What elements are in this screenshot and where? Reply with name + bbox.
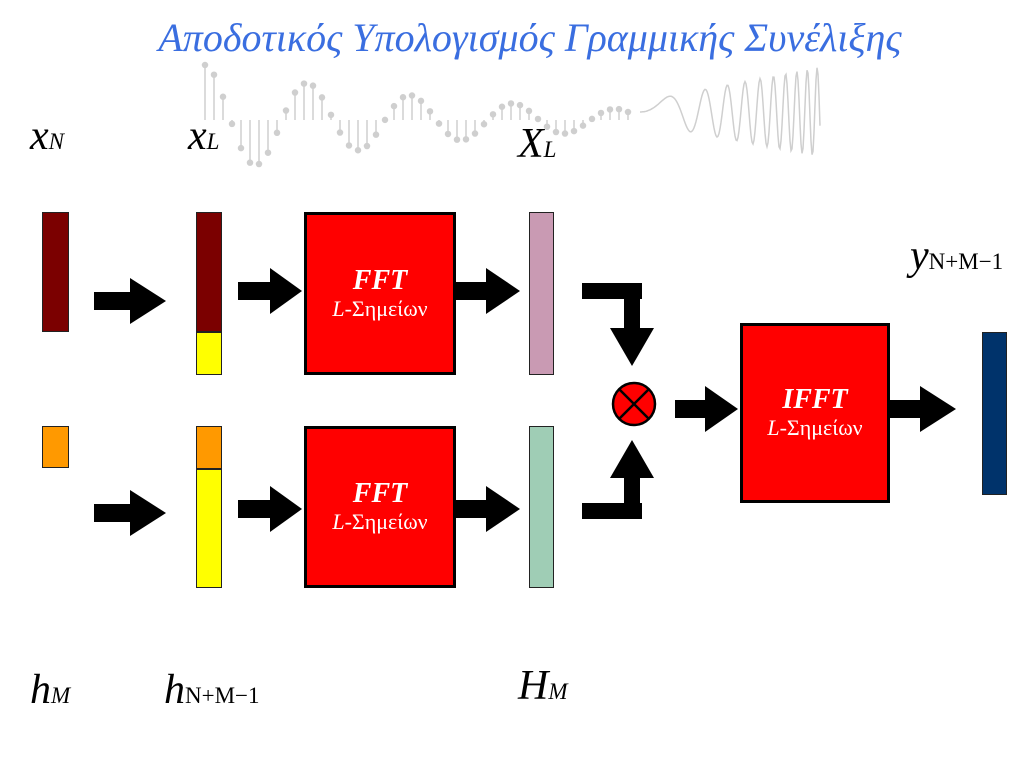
arrow-right-icon <box>238 486 302 532</box>
arrow-up-icon <box>582 440 654 519</box>
arrow-right-icon <box>675 386 738 432</box>
multiply-icon <box>611 381 657 427</box>
arrow-right-icon <box>456 268 520 314</box>
arrow-right-icon <box>94 490 166 536</box>
ifft-block: IFFT L-Σημείων <box>740 323 890 503</box>
spectrum-x-bar <box>529 212 554 375</box>
arrow-down-icon <box>582 283 654 366</box>
padded-x-zero-part <box>196 332 222 375</box>
label-H-m: HM <box>518 663 568 709</box>
label-h-m: hM <box>30 667 71 713</box>
fft-block-top: FFT L-Σημείων <box>304 212 456 375</box>
arrow-right-icon <box>456 486 520 532</box>
output-y-bar <box>982 332 1007 495</box>
padded-h-signal-part <box>196 426 222 469</box>
waveform-decoration <box>201 61 821 168</box>
arrow-right-icon <box>890 386 956 432</box>
padded-h-zero-part <box>196 469 222 588</box>
label-y-output: yN+M−1 <box>910 233 1004 279</box>
arrow-right-icon <box>94 278 166 324</box>
padded-x-signal-part <box>196 212 222 332</box>
label-X-l: XL <box>518 121 557 167</box>
page-title: Αποδοτικός Υπολογισμός Γραμμικής Συνέλιξ… <box>158 15 902 60</box>
signal-x-bar <box>42 212 69 332</box>
label-x-n: xN <box>30 113 64 159</box>
label-h-padded: hN+M−1 <box>164 667 260 713</box>
fft-block-bottom: FFT L-Σημείων <box>304 426 456 588</box>
label-x-l: xL <box>188 113 220 159</box>
signal-h-bar <box>42 426 69 468</box>
arrow-right-icon <box>238 268 302 314</box>
spectrum-h-bar <box>529 426 554 588</box>
